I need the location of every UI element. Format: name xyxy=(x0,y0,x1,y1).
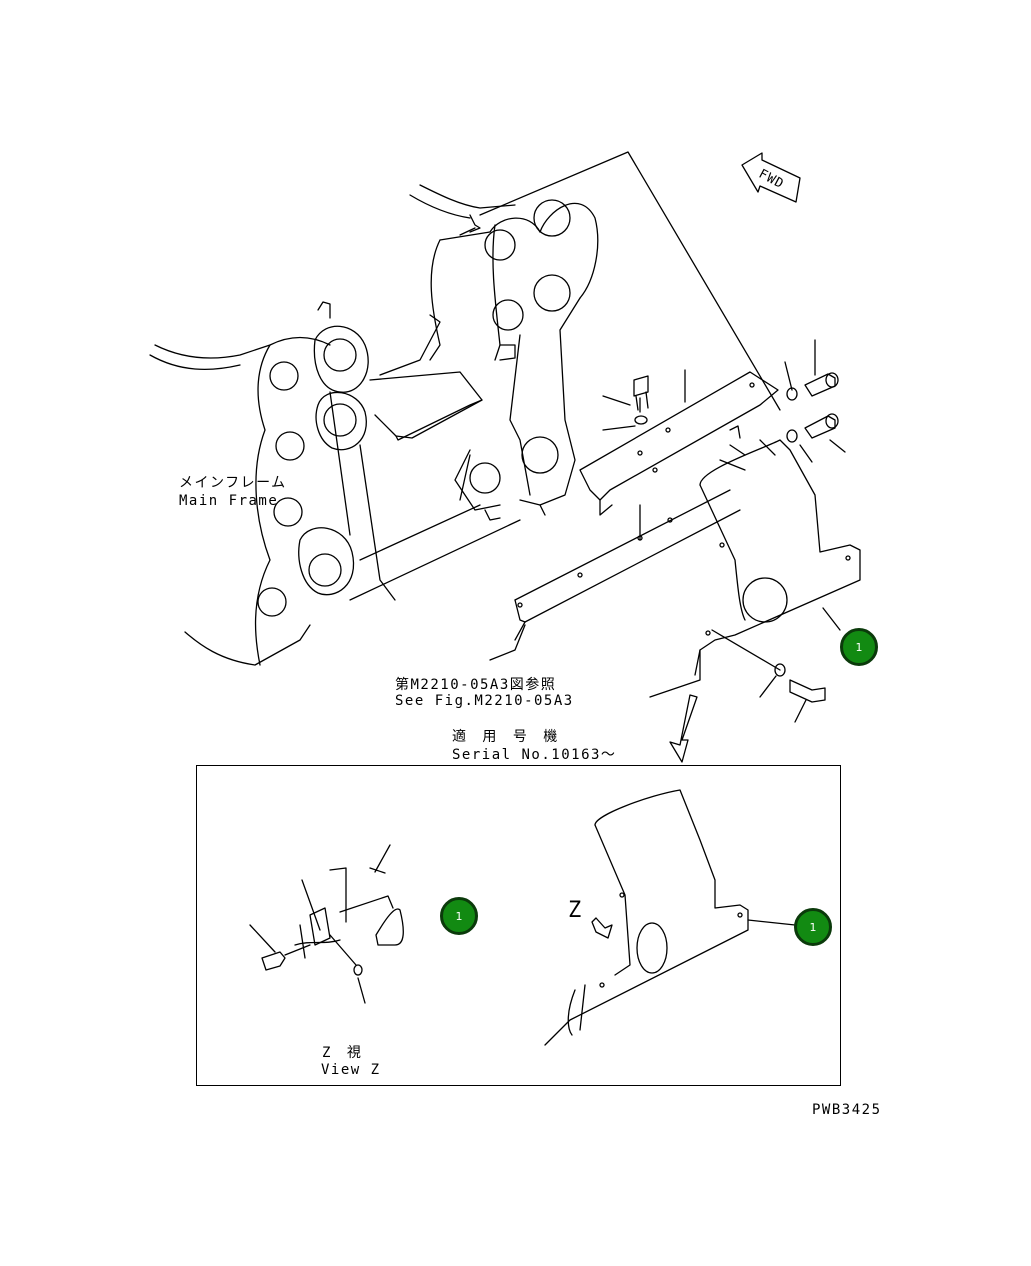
see-fig-label-en: See Fig.M2210-05A3 xyxy=(395,693,574,709)
leaders-drawing xyxy=(489,624,698,763)
z-direction-label: Z xyxy=(568,898,583,923)
main-frame-drawing xyxy=(149,151,781,666)
bolts-drawing xyxy=(633,339,846,723)
inset-guard-drawing xyxy=(544,789,796,1046)
serial-label-jp: 適 用 号 機 xyxy=(452,729,562,745)
view-z-inset-frame xyxy=(196,765,841,1086)
serial-label-en: Serial No.10163～ xyxy=(452,747,617,763)
view-z-label-en: View Z xyxy=(321,1062,381,1078)
drawing-id: PWB3425 xyxy=(812,1102,882,1118)
see-fig-label-jp: 第M2210-05A3図参照 xyxy=(395,677,557,693)
callout-number: 1 xyxy=(855,640,863,654)
callout-1-main[interactable]: 1 xyxy=(840,628,878,666)
bracket-drawing xyxy=(514,369,779,641)
view-z-drawing xyxy=(249,844,404,1004)
guard-plate-drawing xyxy=(649,439,861,698)
main-frame-label-jp: メインフレーム xyxy=(179,475,287,491)
callout-1-inset-guard[interactable]: 1 xyxy=(794,908,832,946)
fwd-arrow-icon xyxy=(741,152,801,203)
callout-number: 1 xyxy=(809,920,817,934)
view-z-label-jp: Z 視 xyxy=(322,1045,365,1061)
callout-number: 1 xyxy=(455,909,463,923)
main-frame-label-en: Main Frame xyxy=(179,493,279,509)
callout-1-view-z[interactable]: 1 xyxy=(440,897,478,935)
